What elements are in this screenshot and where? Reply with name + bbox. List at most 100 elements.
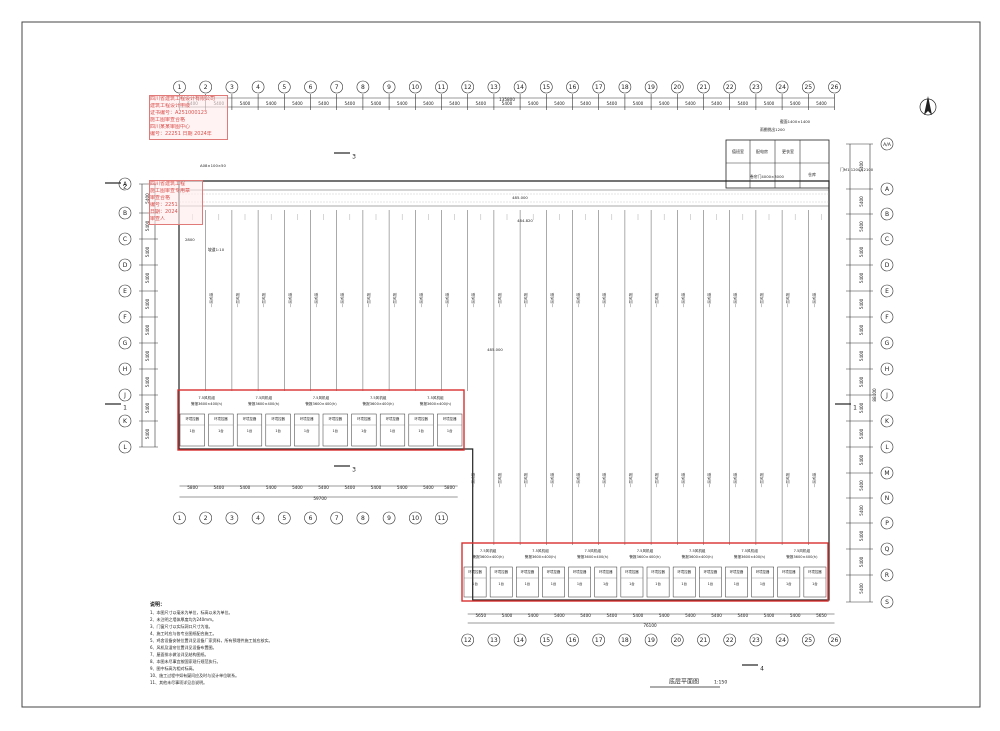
bottom-right-span: 5650 xyxy=(816,613,827,618)
grid-bubble-right-L-circle xyxy=(880,440,894,454)
fan-unit-label: 环境控器 xyxy=(243,416,257,421)
fan-unit-count: 1台 xyxy=(812,581,818,586)
grid-bubble-left-G: G xyxy=(123,340,128,347)
bottom-left-span: 5400 xyxy=(213,485,224,490)
fan-unit xyxy=(672,566,696,598)
fan-unit xyxy=(620,566,644,598)
bay-label: 一层鸡笼 xyxy=(707,472,712,487)
fan-spec-label: 警报3600×400(h) xyxy=(525,554,557,559)
grid-bubble-top-20-circle xyxy=(670,80,684,94)
grid-bubble-bottom-10-circle xyxy=(408,511,422,525)
stamp-line: 编号：2251 xyxy=(150,202,178,208)
grid-bubble-bottom-21: 21 xyxy=(700,637,708,644)
grid-bubble-left-B: B xyxy=(123,210,127,217)
grid-bubble-top-10: 10 xyxy=(411,84,419,91)
right-overall-dimension: 88400 xyxy=(872,388,877,402)
grid-bubble-top-19-circle xyxy=(644,80,658,94)
bay-label: 一层鸡笼 xyxy=(785,292,790,307)
grid-bubble-right-Q: Q xyxy=(885,546,890,553)
top-span-dimension: 5400 xyxy=(266,101,277,106)
grid-bubble-right-D-circle xyxy=(880,258,894,272)
grid-bubble-top-16-circle xyxy=(566,80,579,94)
fan-zone-highlight-left xyxy=(177,389,465,451)
grid-bubble-top-8-circle xyxy=(356,80,370,94)
annotation-text: 卷帘门4000×3000 xyxy=(750,174,784,179)
grid-bubble-bottom-18: 18 xyxy=(621,637,629,644)
fan-unit-count: 1台 xyxy=(786,581,792,586)
fan-spec-label: 警报3600×400(h) xyxy=(682,554,714,559)
note-line: 6、风机及湿帘位置详见设备布置图。 xyxy=(150,645,217,650)
fan-unit xyxy=(594,566,618,598)
bottom-left-span: 5400 xyxy=(344,485,355,490)
bottom-left-span: 5800 xyxy=(444,485,455,490)
grid-bubble-top-15-circle xyxy=(539,80,553,94)
fan-spec-label: 警报3600×400(h) xyxy=(363,401,395,406)
grid-bubble-bottom-12: 12 xyxy=(464,637,472,644)
grid-bubble-top-20: 20 xyxy=(673,84,681,91)
grid-bubble-bottom-25: 25 xyxy=(804,637,812,644)
grid-bubble-top-14-circle xyxy=(513,80,527,94)
grid-bubble-bottom-17: 17 xyxy=(595,637,603,644)
fan-group-label: 7.5风机组 xyxy=(584,548,601,553)
fan-unit xyxy=(777,566,801,598)
grid-bubble-top-21-circle xyxy=(697,80,710,94)
grid-bubble-bottom-20-circle xyxy=(670,633,684,647)
grid-bubble-top-18: 18 xyxy=(621,84,629,91)
fan-unit xyxy=(699,566,722,598)
grid-bubble-right-P-circle xyxy=(880,516,894,530)
fan-unit-label: 环境控器 xyxy=(573,569,587,574)
grid-bubble-bottom-10: 10 xyxy=(411,515,419,522)
bay-label: 一层鸡笼 xyxy=(707,292,712,307)
fan-unit-label: 环境控器 xyxy=(782,569,796,574)
grid-bubble-right-L: L xyxy=(885,444,889,451)
section-mark-label: 1 xyxy=(853,405,857,412)
fan-unit-count: 1台 xyxy=(361,428,367,433)
grid-bubble-right-H-circle xyxy=(880,362,894,376)
bay-label: 一层鸡笼 xyxy=(785,472,790,487)
grid-bubble-right-P: P xyxy=(885,520,889,527)
bottom-right-span: 5400 xyxy=(737,613,748,618)
top-span-dimension: 5400 xyxy=(475,101,486,106)
left-span-dimension: 5400 xyxy=(145,193,150,204)
grid-bubble-top-25-circle xyxy=(801,80,815,94)
grid-bubble-bottom-13-circle xyxy=(487,633,501,647)
grid-bubble-right-R-circle xyxy=(880,568,894,582)
bay-label: 一层鸡笼 xyxy=(549,472,554,487)
fan-unit-count: 1台 xyxy=(247,428,253,433)
bay-label: 一层鸡笼 xyxy=(733,292,738,307)
room-label: 更衣室 xyxy=(782,148,794,154)
bay-label: 一层鸡笼 xyxy=(497,292,502,307)
grid-bubble-top-6: 6 xyxy=(309,84,313,91)
annotation-text: A08×100×50 xyxy=(200,163,226,168)
grid-bubble-right-N: N xyxy=(885,495,890,502)
fan-unit-label: 环境控器 xyxy=(704,569,718,574)
stamp-line: 编号：22251 日期 2024年 xyxy=(150,131,212,137)
fan-unit xyxy=(294,413,320,447)
grid-bubble-right-F-circle xyxy=(880,310,894,324)
grid-bubble-bottom-18-circle xyxy=(618,633,632,647)
stamp-line: 四川省建筑工程设计有限公司 xyxy=(150,96,216,102)
review-stamp-left: 四川省建筑工程 施工图审查专用章 审查合格 编号：2251 日期：2024 审查… xyxy=(149,180,203,225)
top-overall-dimension: 135800 xyxy=(499,97,515,102)
bay-label: 一层鸡笼 xyxy=(471,472,476,487)
left-span-dimension: 5400 xyxy=(145,246,150,257)
fan-unit-count: 1台 xyxy=(525,581,531,586)
fan-unit xyxy=(351,413,377,447)
grid-bubble-left-E: E xyxy=(123,288,127,295)
right-span-dimension: 5400 xyxy=(859,161,864,172)
right-span-dimension: 5400 xyxy=(859,530,864,541)
bay-label: 一层鸡笼 xyxy=(602,292,607,307)
grid-bubble-top-21: 21 xyxy=(700,84,708,91)
grid-bubble-left-A-circle xyxy=(118,177,132,191)
bottom-right-span: 5400 xyxy=(606,613,617,618)
grid-bubble-bottom-2-circle xyxy=(199,511,212,525)
fan-unit-label: 环境控器 xyxy=(329,416,343,421)
section-mark-label: 1 xyxy=(123,405,127,412)
bay-label: 一层鸡笼 xyxy=(523,292,528,307)
bottom-left-span: 5400 xyxy=(240,485,251,490)
grid-bubble-top-3: 3 xyxy=(230,84,234,91)
fan-unit xyxy=(489,566,513,598)
fan-group-label: 7.5风机组 xyxy=(427,395,444,400)
bottom-left-span: 5400 xyxy=(423,485,434,490)
